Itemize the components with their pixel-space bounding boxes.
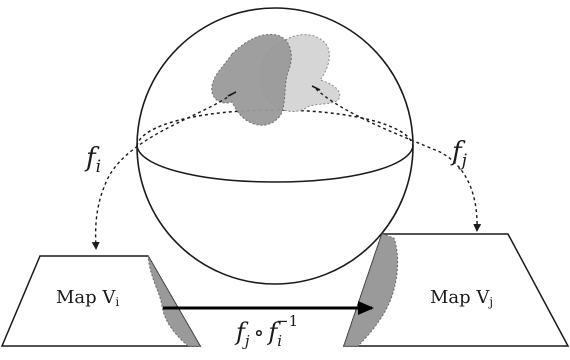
composition-label: fj∘fi−1 (234, 312, 298, 350)
map-j-shaded-region (343, 233, 399, 347)
arrow-f-j-dashed (315, 88, 482, 232)
arrow-f-i-dashed (91, 93, 233, 250)
equator-back-dashed (136, 109, 414, 147)
map-i-shaded-region (147, 255, 201, 347)
label-f-i: fi (84, 143, 101, 177)
map-i-label: Map Vi (56, 287, 119, 309)
region-dark-on-sphere (211, 34, 292, 126)
point-marker-j (311, 85, 321, 91)
equator-front-solid (136, 145, 414, 183)
map-j-label: Map Vj (430, 287, 493, 309)
label-f-j: fj (450, 137, 468, 171)
